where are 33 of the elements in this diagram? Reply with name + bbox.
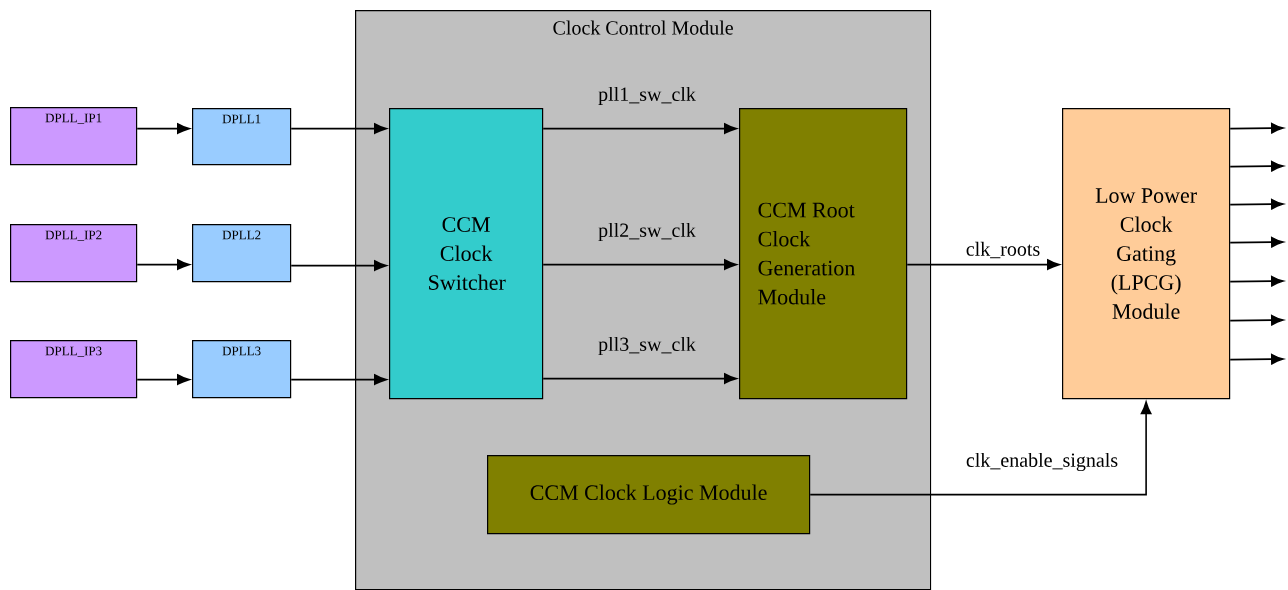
edge-label: pll1_sw_clk bbox=[598, 86, 696, 106]
arrow bbox=[1229, 122, 1284, 134]
arrow bbox=[136, 259, 190, 270]
arrow bbox=[136, 374, 190, 385]
arrow bbox=[1229, 275, 1284, 287]
arrow bbox=[542, 259, 737, 270]
arrow bbox=[136, 123, 190, 134]
block-box: CCM Clock Switcher bbox=[389, 108, 544, 400]
arrow bbox=[809, 401, 1152, 496]
block-box: DPLL3 bbox=[192, 340, 292, 399]
block-box: DPLL_IP3 bbox=[10, 340, 138, 399]
arrow bbox=[1229, 314, 1284, 326]
edge-label: pll3_sw_clk bbox=[598, 336, 696, 356]
arrow bbox=[290, 123, 387, 134]
block-box: DPLL1 bbox=[192, 108, 292, 166]
block-box: CCM Root Clock Generation Module bbox=[739, 108, 908, 400]
block-box: CCM Clock Logic Module bbox=[487, 455, 811, 535]
arrow bbox=[542, 373, 737, 384]
arrow bbox=[906, 259, 1060, 270]
block-box: Low Power Clock Gating (LPCG) Module bbox=[1062, 108, 1231, 400]
arrow bbox=[290, 260, 387, 271]
arrow bbox=[290, 374, 387, 385]
edge-label: pll2_sw_clk bbox=[598, 222, 696, 242]
arrow bbox=[1229, 160, 1284, 172]
block-box: DPLL_IP2 bbox=[10, 224, 138, 283]
arrow bbox=[1229, 236, 1284, 248]
block-box: DPLL_IP1 bbox=[10, 107, 138, 166]
arrow bbox=[542, 123, 737, 134]
edge-label: clk_roots bbox=[966, 241, 1040, 259]
block-box: DPLL2 bbox=[192, 224, 292, 283]
edge-label: clk_enable_signals bbox=[966, 452, 1118, 472]
arrow bbox=[1229, 198, 1284, 210]
arrow bbox=[1229, 353, 1284, 365]
